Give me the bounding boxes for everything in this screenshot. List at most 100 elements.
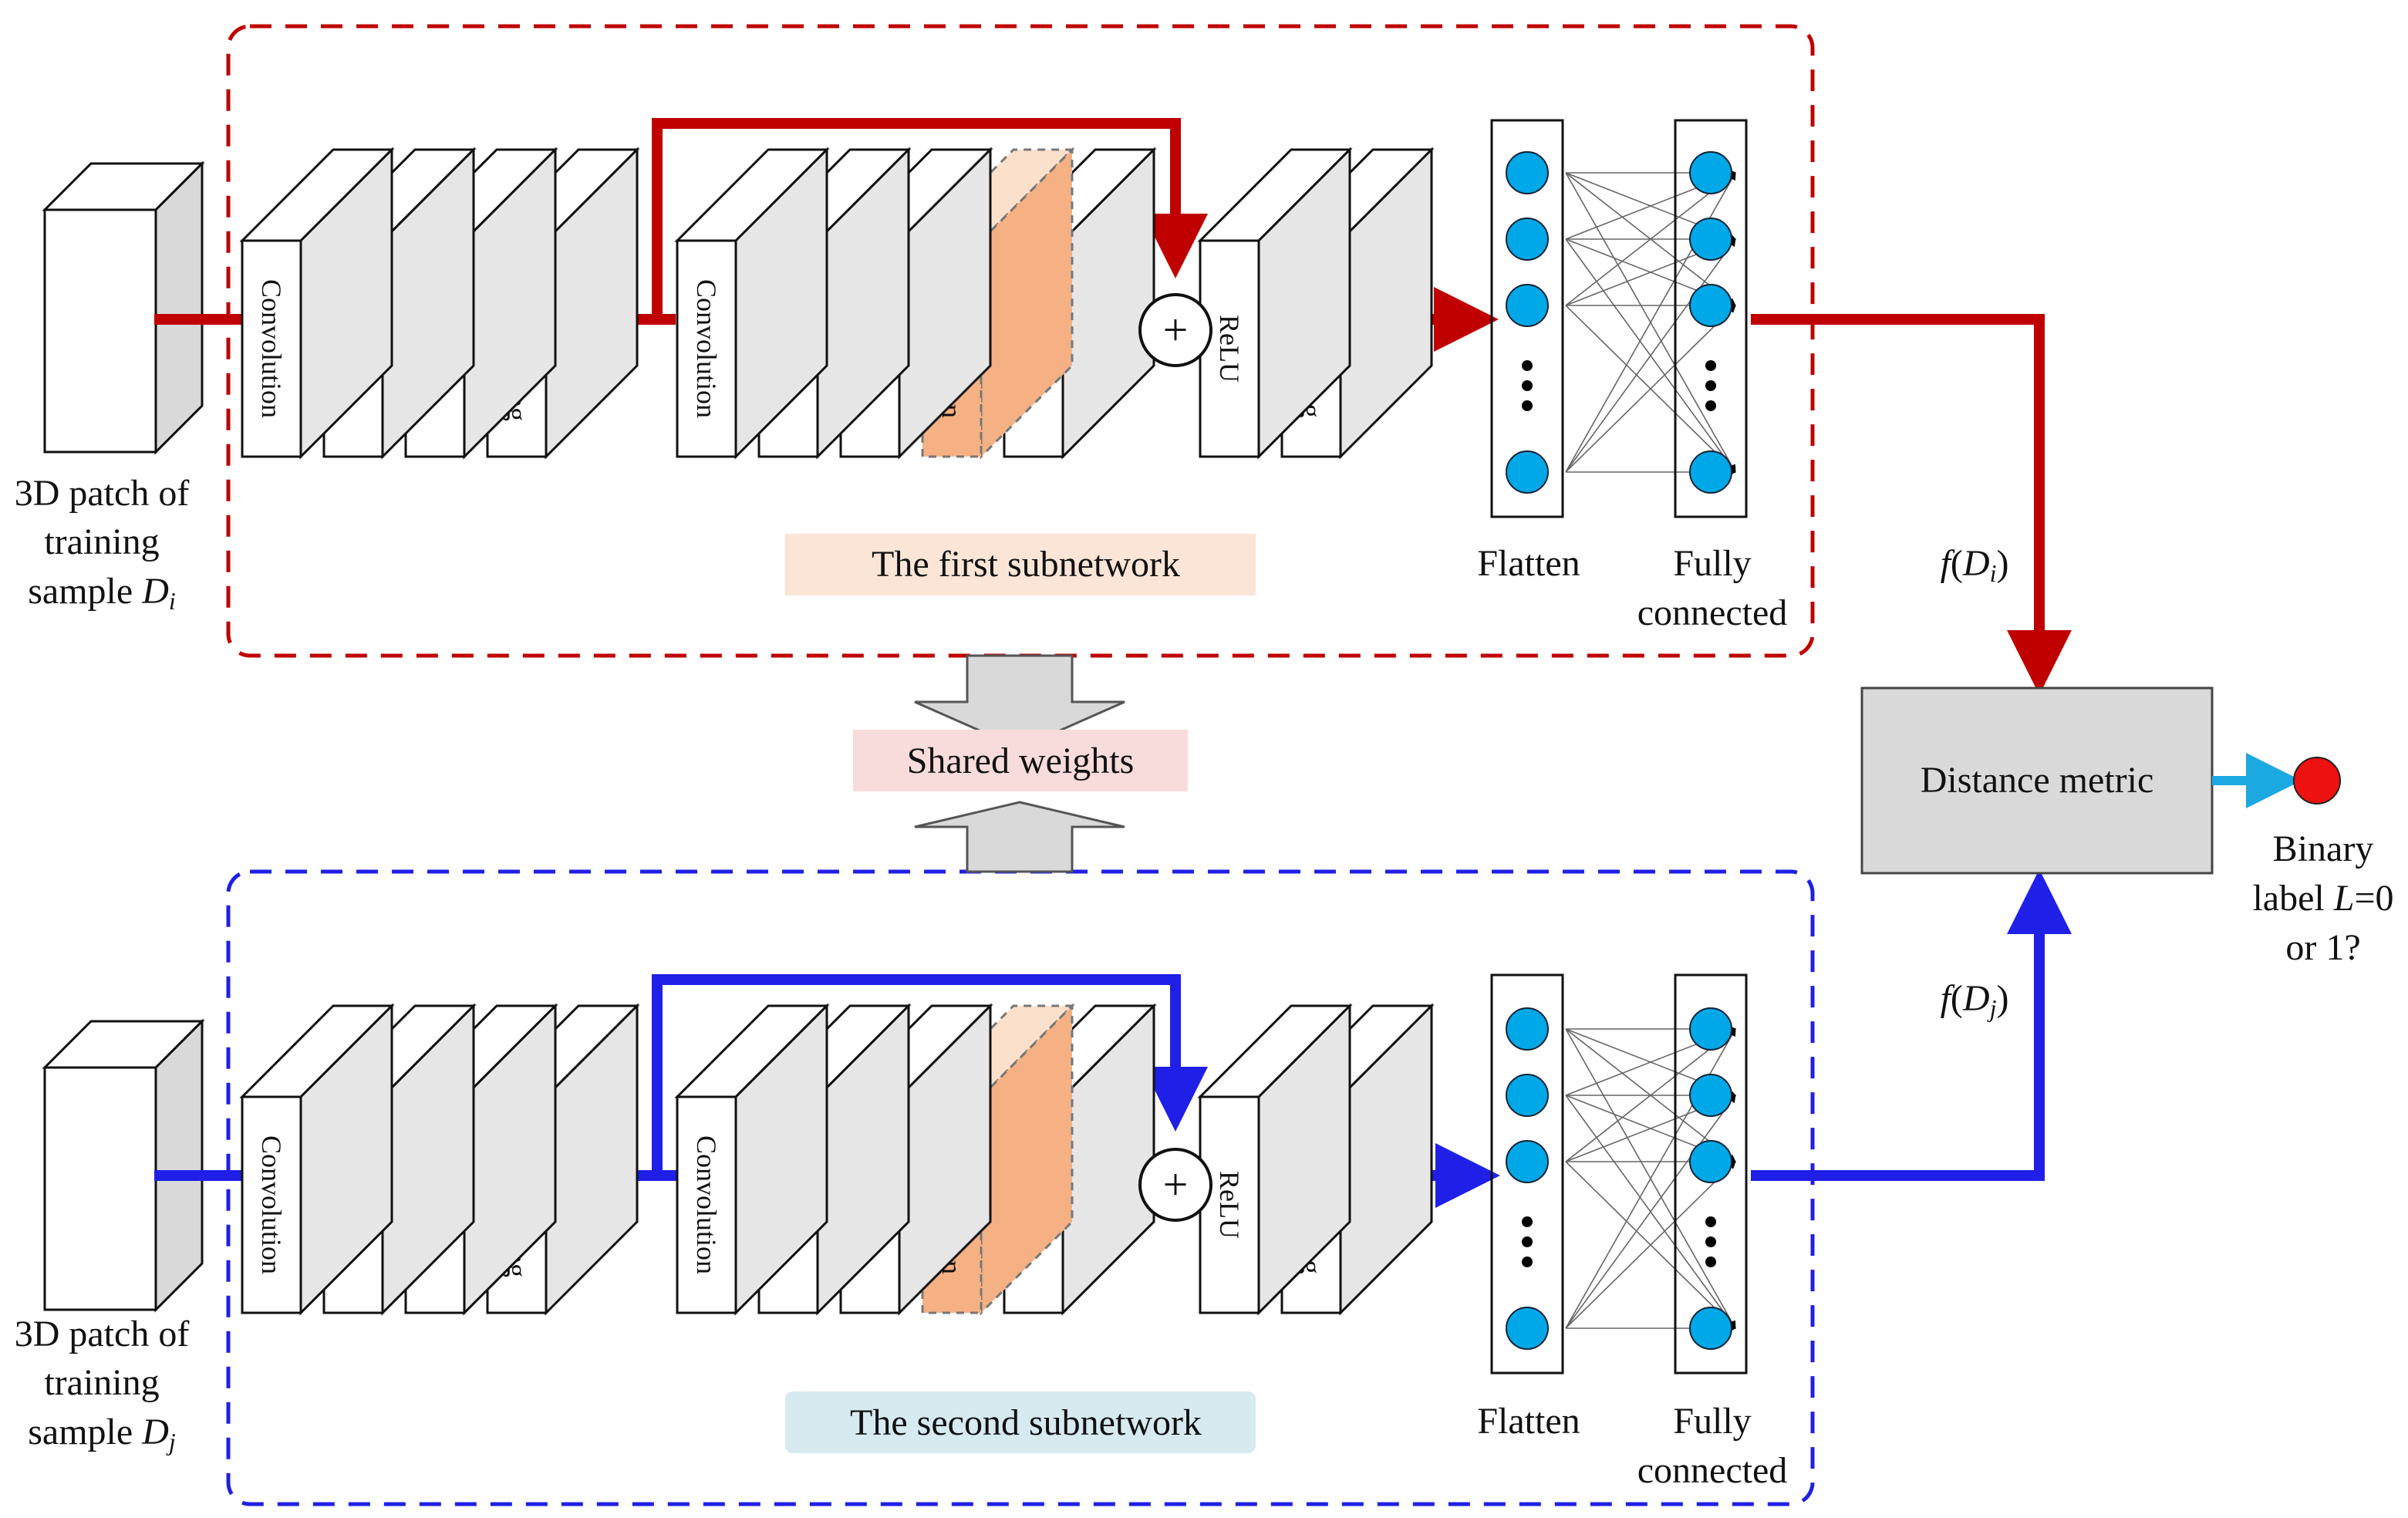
second-subnetwork-label-bg [785,1392,1256,1453]
bottom-path-connectors [154,869,2072,1208]
f-dj-label: f(Dj) [1941,978,2009,1022]
neuron-node [1506,1307,1549,1350]
ellipsis-dot [1705,1257,1716,1267]
patch-front-face [43,208,157,454]
ellipsis-dot [1705,1236,1716,1247]
layer-block-front-face [1199,1095,1260,1314]
neuron-node [1689,151,1732,194]
fc-connection [1565,1028,1736,1162]
layer-block-front-face [676,1095,737,1314]
f-di-label: f(Di) [1941,543,2009,587]
input-top-label-line1: 3D patch of [15,473,190,514]
layer-block: Convolution [674,147,830,460]
fc-connection [1565,238,1736,473]
distance-metric-label: Distance metric [1921,760,2154,801]
flatten-label-bottom: Flatten [1477,1401,1580,1442]
residual-add-top: + [1138,293,1212,367]
neuron-node [1506,151,1549,194]
binary-label-line2: label L=0 [2252,878,2393,919]
fc-label-bottom-line1: Fully [1673,1401,1751,1442]
first-subnetwork-label-bg [785,534,1256,595]
layer-block: Convolution [239,147,395,460]
neuron-node [1689,218,1732,261]
layer-label: Convolution [256,1135,287,1274]
ellipsis-dot [1522,380,1533,391]
ellipsis-dot [1705,1216,1716,1227]
layer-label: Convolution [691,1135,722,1274]
neuron-node [1506,1140,1549,1183]
add-circle-bottom [1138,1148,1212,1222]
flatten-label-top: Flatten [1477,543,1580,584]
residual-add-bottom: + [1138,1148,1212,1222]
fc-label-top-line1: Fully [1673,543,1751,584]
ellipsis-dot [1522,1216,1533,1227]
neuron-node [1689,1007,1732,1051]
neuron-node [1506,284,1549,327]
input-top-label-line3: sample Di [28,571,176,615]
ellipsis-dot [1522,1236,1533,1247]
layer-label: ReLU [1214,1171,1245,1239]
shared-weights-label-bg [853,730,1188,791]
bottom-flatten-fc [1490,973,1748,1375]
neuron-node [1689,284,1732,327]
shared-weights-up-arrow [914,801,1125,873]
layer-label: Convolution [691,279,722,418]
top-path-connectors [154,118,2072,695]
shared-weights-label: Shared weights [907,740,1135,781]
fc-layer-box [1674,973,1748,1375]
patch-side-face [154,160,204,455]
fc-label-top-line2: connected [1637,592,1788,633]
plus-symbol-bottom: + [1163,1159,1189,1209]
layer-block: Convolution [239,1003,395,1316]
binary-label-line3: or 1? [2285,927,2360,968]
layer-label: Convolution [256,279,287,418]
input-bottom-label-line1: 3D patch of [15,1314,190,1354]
top-layer-stack: Max-poolingReLUBNConvolutionBNConvolutio… [239,147,1435,460]
fc-label-bottom-line2: connected [1637,1450,1788,1491]
fc-connection [1565,1161,1736,1329]
second-subnetwork-label: The second subnetwork [850,1402,1202,1443]
fc-connection [1565,305,1736,473]
patch-side-face [154,1018,204,1313]
flatten-layer-box [1490,119,1564,518]
ellipsis-dot [1522,400,1533,411]
neuron-node [1689,450,1732,494]
flatten-layer-box [1490,973,1564,1375]
layer-block: ReLU [1197,1003,1353,1316]
ellipsis-dot [1705,360,1716,371]
first-subnetwork-label: The first subnetwork [872,544,1180,585]
ellipsis-dot [1522,1257,1533,1267]
input-bottom-label-line3: sample Dj [28,1412,176,1456]
shared-weights-down-arrow [914,654,1125,750]
layer-block-front-face [241,239,302,458]
binary-output-dot [2293,757,2341,805]
patch-front-face [43,1066,157,1311]
neuron-node [1506,1007,1549,1051]
input-patch-top [42,160,205,455]
layer-block-front-face [241,1095,302,1314]
bottom-layer-stack: Max-poolingReLUBNConvolutionBNConvolutio… [239,1003,1435,1316]
distance-metric-box [1860,686,2214,875]
layer-block: Convolution [674,1003,830,1316]
top-flatten-fc [1490,119,1748,518]
layer-label: ReLU [1214,315,1245,383]
neuron-node [1689,1074,1732,1117]
ellipsis-dot [1522,360,1533,371]
layer-block-front-face [1199,239,1260,458]
fc-connection [1565,1095,1736,1329]
neuron-node [1506,218,1549,261]
fc-layer-box [1674,119,1748,518]
input-top-label-line2: training [44,521,159,562]
neuron-node [1506,1074,1549,1117]
neuron-node [1689,1307,1732,1350]
ellipsis-dot [1705,400,1716,411]
add-circle-top [1138,293,1212,367]
layer-block: ReLU [1197,147,1353,460]
binary-label-line1: Binary [2273,828,2374,869]
input-bottom-label-line2: training [44,1362,159,1403]
ellipsis-dot [1705,380,1716,391]
fc-connection [1565,172,1736,306]
neuron-node [1689,1140,1732,1183]
input-patch-bottom [42,1018,205,1313]
